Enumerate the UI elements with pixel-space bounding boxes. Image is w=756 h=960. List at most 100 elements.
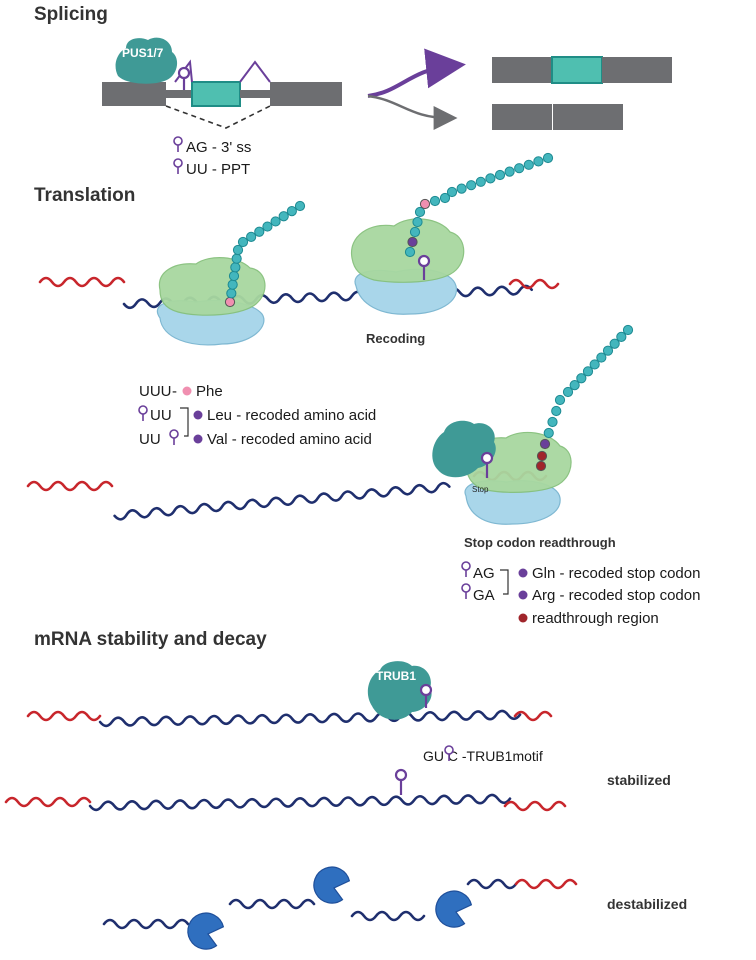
exon-right xyxy=(270,82,342,106)
amino-acid-bead xyxy=(485,173,496,184)
pseudouridine-icon xyxy=(444,745,454,761)
mrna-5prime-region xyxy=(4,796,92,808)
ribosome-large-subunit xyxy=(158,257,266,316)
mrna-3prime-region xyxy=(508,278,560,290)
svg-text:-: - xyxy=(172,383,177,400)
mrna-3prime-region xyxy=(513,710,553,722)
exon-left xyxy=(102,82,166,106)
amino-acid-bead xyxy=(547,416,558,428)
nuclease-pacman xyxy=(313,866,351,904)
arrow-skipping xyxy=(367,94,458,130)
amino-acid-bead xyxy=(237,236,249,248)
amino-acid-bead xyxy=(475,176,486,187)
amino-acid-bead xyxy=(523,159,534,170)
legend-3ss: AG - 3' ss xyxy=(186,139,251,156)
amino-acid-bead xyxy=(609,338,620,349)
exon-alternative xyxy=(191,81,241,107)
codon-uuu: UUU xyxy=(139,383,172,400)
amino-acid-dot xyxy=(182,386,192,396)
amino-acid-bead xyxy=(562,386,574,398)
amino-acid-bead xyxy=(270,216,281,227)
amino-acid-bead xyxy=(439,192,451,204)
codon-psi-uu: UU xyxy=(150,407,172,424)
amino-acid-bead xyxy=(412,216,423,228)
trub1-enzyme: TRUB1 xyxy=(367,661,432,720)
amino-acid-bead xyxy=(542,152,554,164)
mrna-coding xyxy=(113,481,451,521)
mrna-fragment xyxy=(466,878,518,890)
amino-acid-bead xyxy=(596,352,607,363)
stop-legend: AG Gln - recoded stop codon GA Arg - rec… xyxy=(461,561,700,627)
amino-acid-dot xyxy=(193,410,203,420)
amino-acid-bead xyxy=(589,359,600,370)
aa-arg: Arg - recoded stop codon xyxy=(532,587,700,604)
codon-legend: UUU - Phe UU Leu - recoded amino acid UU… xyxy=(138,383,376,448)
pseudouridine-icon xyxy=(417,254,431,280)
pseudouridine-icon xyxy=(394,768,408,795)
amino-acid-bead xyxy=(226,288,237,299)
amino-acid-bead xyxy=(569,380,580,391)
readthrough-region-label: readthrough region xyxy=(532,610,659,627)
release-factor-enzyme xyxy=(432,420,496,478)
pseudouridine-icon xyxy=(173,158,183,174)
bracket xyxy=(500,569,509,595)
amino-acid-bead xyxy=(419,198,431,210)
amino-acid-bead xyxy=(582,366,594,377)
amino-acid-bead xyxy=(227,279,238,290)
amino-acid-bead xyxy=(262,221,273,232)
aa-leu: Leu - recoded amino acid xyxy=(207,407,376,424)
amino-acid-bead xyxy=(535,460,547,472)
mrna-3prime-region xyxy=(503,800,567,812)
splice-arc xyxy=(239,60,271,83)
amino-acid-bead xyxy=(429,195,441,207)
pseudouridine-icon xyxy=(461,561,471,577)
aa-gln: Gln - recoded stop codon xyxy=(532,565,700,582)
mrna-inclusion xyxy=(492,56,672,84)
codon-uu-psi: UU xyxy=(139,431,161,448)
mrna-fragment xyxy=(350,910,426,922)
amino-acid-bead xyxy=(404,246,416,258)
mrna-coding xyxy=(98,709,522,728)
trub1-label: TRUB1 xyxy=(376,669,416,683)
dashed-callout xyxy=(165,105,271,129)
mrna-5prime-region xyxy=(38,276,126,288)
mrna-5prime-region xyxy=(26,480,114,492)
amino-acid-bead xyxy=(231,253,242,264)
amino-acid-bead xyxy=(456,183,467,194)
pseudouridine-icon xyxy=(138,405,148,421)
pseudouridine-icon xyxy=(480,451,494,478)
pseudouridine-icon xyxy=(177,66,191,90)
amino-acid-bead xyxy=(551,405,562,417)
peptide-chain-3 xyxy=(535,324,634,472)
amino-acid-bead xyxy=(446,186,458,198)
amino-acid-bead xyxy=(246,231,257,242)
amino-acid-bead xyxy=(232,244,244,256)
mrna-fragment xyxy=(102,918,190,930)
amino-acid-bead xyxy=(576,373,587,384)
aa-val: Val - recoded amino acid xyxy=(207,431,372,448)
amino-acid-bead xyxy=(539,438,551,450)
intron-segment xyxy=(240,90,270,98)
destabilized-label: destabilized xyxy=(607,896,687,912)
aa-phe: Phe xyxy=(196,383,223,400)
amino-acid-bead xyxy=(414,206,426,218)
amino-acid-bead xyxy=(536,450,548,462)
pseudouridine-icon xyxy=(419,683,433,708)
ribosome-2 xyxy=(350,218,465,315)
intron-segment xyxy=(166,90,192,98)
section-title-splicing: Splicing xyxy=(34,4,108,25)
amino-acid-bead xyxy=(294,200,306,212)
mrna-skipping xyxy=(492,104,623,130)
peptide-chain-2 xyxy=(404,152,554,258)
amino-acid-bead xyxy=(286,206,297,217)
amino-acid-bead xyxy=(407,236,418,248)
arrow-inclusion xyxy=(367,48,466,98)
codon-psi-ag: AG xyxy=(473,565,495,582)
amino-acid-bead xyxy=(278,211,289,222)
stabilized-label: stabilized xyxy=(607,772,671,788)
amino-acid-bead xyxy=(228,270,240,282)
pus-enzyme: PUS1/7 xyxy=(115,37,178,84)
amino-acid-bead xyxy=(254,226,265,237)
amino-acid-bead xyxy=(494,169,506,181)
